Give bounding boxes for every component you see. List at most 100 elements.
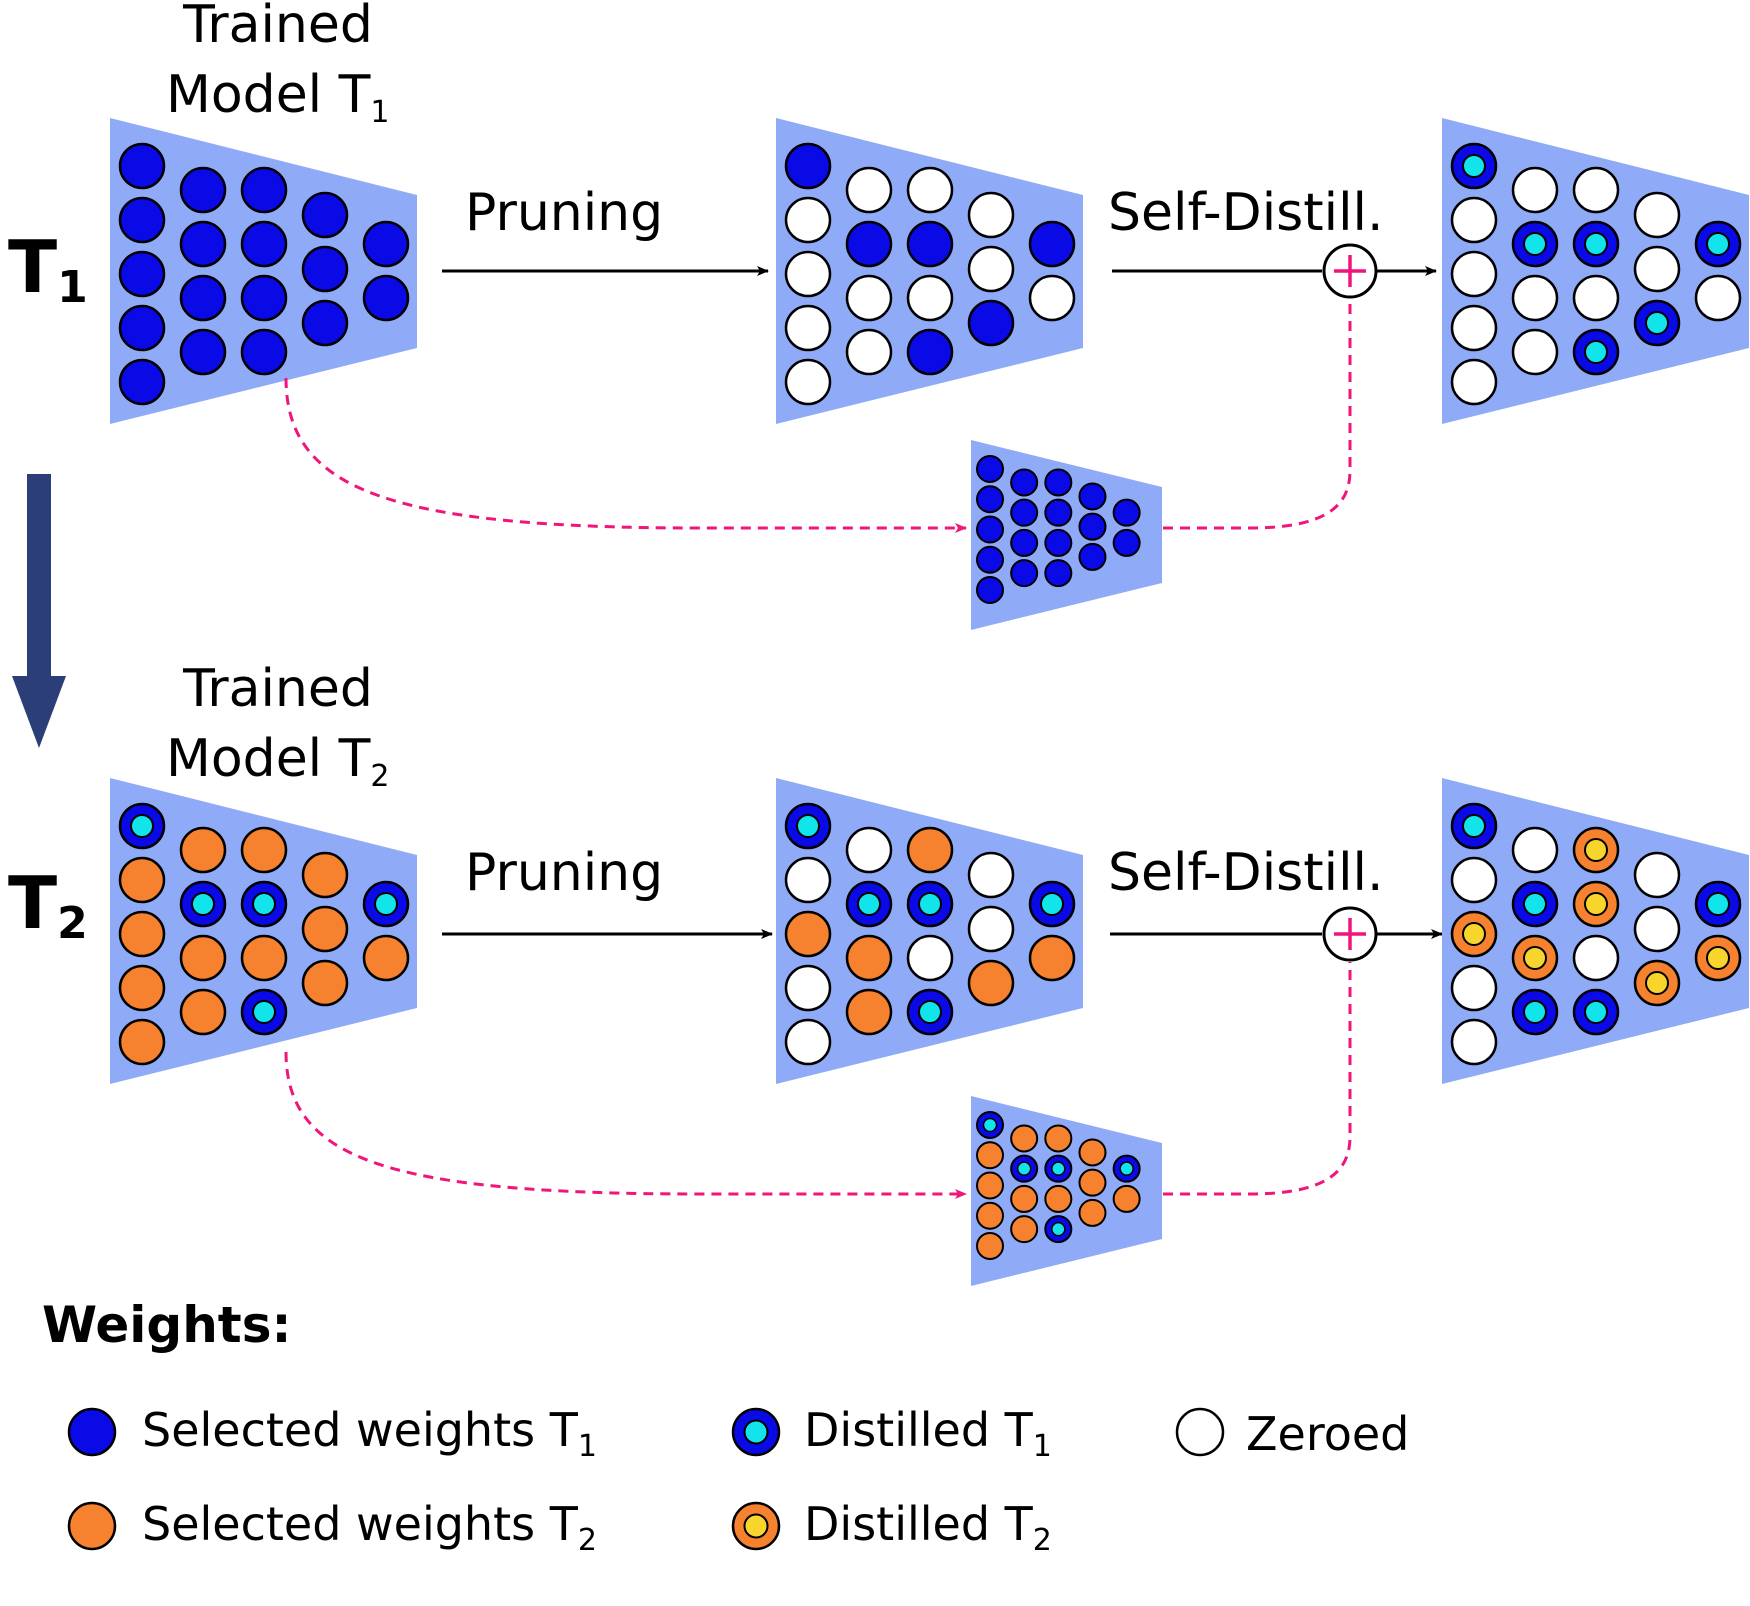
weight-selected-t2-8 [179,988,227,1036]
weight-selected-t1-12 [906,328,954,376]
legend-marker-selected-t2 [67,1501,117,1551]
weight-selected-t1-16 [1112,498,1141,527]
weight-selected-t2-9 [906,826,954,874]
legend-marker-zeroed [1175,1407,1225,1457]
weight-zeroed-8 [845,328,893,376]
skip-connection-1-in [284,377,967,533]
down-arrow-icon [12,474,66,748]
weight-distilled-t2-9 [1572,826,1620,874]
weight-distilled-t1-10 [906,880,954,928]
weight-zeroed-2 [1450,250,1498,298]
weight-zeroed-1 [784,196,832,244]
weight-selected-t2-1 [976,1141,1004,1170]
weight-distilled-t2-7 [1511,934,1559,982]
weight-selected-t2-8 [1010,1215,1039,1244]
weight-distilled-t1-6 [179,880,227,928]
weight-distilled-t2-2 [1450,910,1498,958]
weight-selected-t1 [67,1407,117,1457]
weight-distilled-t1 [731,1407,781,1457]
weight-selected-t2-17 [362,934,410,982]
legend-label-zeroed: Zeroed [1246,1407,1409,1461]
weight-distilled-t1-6 [1511,220,1559,268]
weight-zeroed-3 [784,964,832,1012]
weight-selected-t2-2 [118,910,166,958]
weight-zeroed-4 [1450,358,1498,406]
weight-selected-t2-11 [1044,1184,1073,1213]
weight-zeroed-5 [845,826,893,874]
weight-selected-t1-3 [976,545,1004,574]
weight-selected-t1-11 [1044,528,1073,557]
weights-small-2 [976,1111,1141,1260]
weight-zeroed-14 [1633,905,1681,953]
weight-distilled-t1-6 [1511,880,1559,928]
weight-distilled-t1-0 [784,802,832,850]
weight-selected-t1-13 [301,191,349,239]
weight-distilled-t1-16 [1694,880,1742,928]
legend-item-distilled-t1: Distilled T1 [731,1403,1052,1464]
weight-selected-t2-15 [1078,1198,1107,1227]
weight-selected-t2-8 [845,988,893,1036]
weight-selected-t2-17 [1028,934,1076,982]
weight-selected-t2-2 [784,910,832,958]
weight-distilled-t1-0 [1450,142,1498,190]
weight-selected-t1-7 [1010,528,1039,557]
weight-zeroed [1175,1407,1225,1457]
weight-selected-t2-7 [845,934,893,982]
weight-selected-t2-2 [976,1171,1004,1200]
weight-zeroed-17 [1694,274,1742,322]
weights-small-1 [976,455,1141,604]
weight-zeroed-9 [1572,166,1620,214]
circle-plus-icon [1322,906,1378,962]
weights-distilled-1 [1450,142,1742,406]
weight-zeroed-5 [1511,166,1559,214]
weight-selected-t1-17 [1112,528,1141,557]
weight-zeroed-8 [1511,328,1559,376]
weight-distilled-t1-8 [1511,988,1559,1036]
weight-distilled-t2 [731,1501,781,1551]
weight-selected-t1-5 [1010,468,1039,497]
legend-item-selected-t2: Selected weights T2 [67,1497,597,1558]
weight-selected-t2-4 [976,1231,1004,1260]
weight-zeroed-1 [784,856,832,904]
weight-selected-t1-7 [179,274,227,322]
weight-selected-t1-11 [240,274,288,322]
weight-zeroed-13 [967,851,1015,899]
weight-zeroed-2 [784,250,832,298]
weight-zeroed-3 [1450,964,1498,1012]
weight-selected-t2-1 [118,856,166,904]
weight-selected-t2-7 [1010,1184,1039,1213]
weight-selected-t1-1 [976,485,1004,514]
weight-distilled-t1-6 [1010,1154,1039,1183]
weight-selected-t1-6 [1010,498,1039,527]
weight-zeroed-17 [1028,274,1076,322]
weight-zeroed-7 [845,274,893,322]
weight-zeroed-13 [967,191,1015,239]
legend-marker-distilled-t2 [731,1501,781,1551]
legend-label-selected-t1: Selected weights T1 [142,1403,597,1464]
legend-label-distilled-t1: Distilled T1 [804,1403,1052,1464]
legend-marker-selected-t1 [67,1407,117,1457]
weight-selected-t1-2 [976,515,1004,544]
weight-selected-t1-13 [1078,482,1107,511]
weight-zeroed-11 [1572,934,1620,982]
weight-zeroed-11 [906,274,954,322]
weight-zeroed-4 [784,358,832,406]
weight-selected-t1-14 [1078,512,1107,541]
weight-selected-t1-1 [118,196,166,244]
weight-distilled-t1-10 [1044,1154,1073,1183]
weight-distilled-t2-15 [1633,959,1681,1007]
weight-selected-t2-3 [118,964,166,1012]
weight-distilled-t1-12 [1572,328,1620,376]
weight-selected-t1-8 [1010,559,1039,588]
weight-selected-t2-4 [118,1018,166,1066]
model-title-1-line1: Trained [182,0,373,55]
weight-selected-t1-8 [179,328,227,376]
legend-label-selected-t2: Selected weights T2 [142,1497,597,1558]
weight-selected-t1-0 [118,142,166,190]
weight-selected-t1-17 [362,274,410,322]
weight-selected-t1-15 [301,299,349,347]
weight-selected-t2-17 [1112,1184,1141,1213]
weight-selected-t1-10 [1044,498,1073,527]
weight-distilled-t1-16 [362,880,410,928]
skip-connection-2-out [1163,962,1352,1196]
